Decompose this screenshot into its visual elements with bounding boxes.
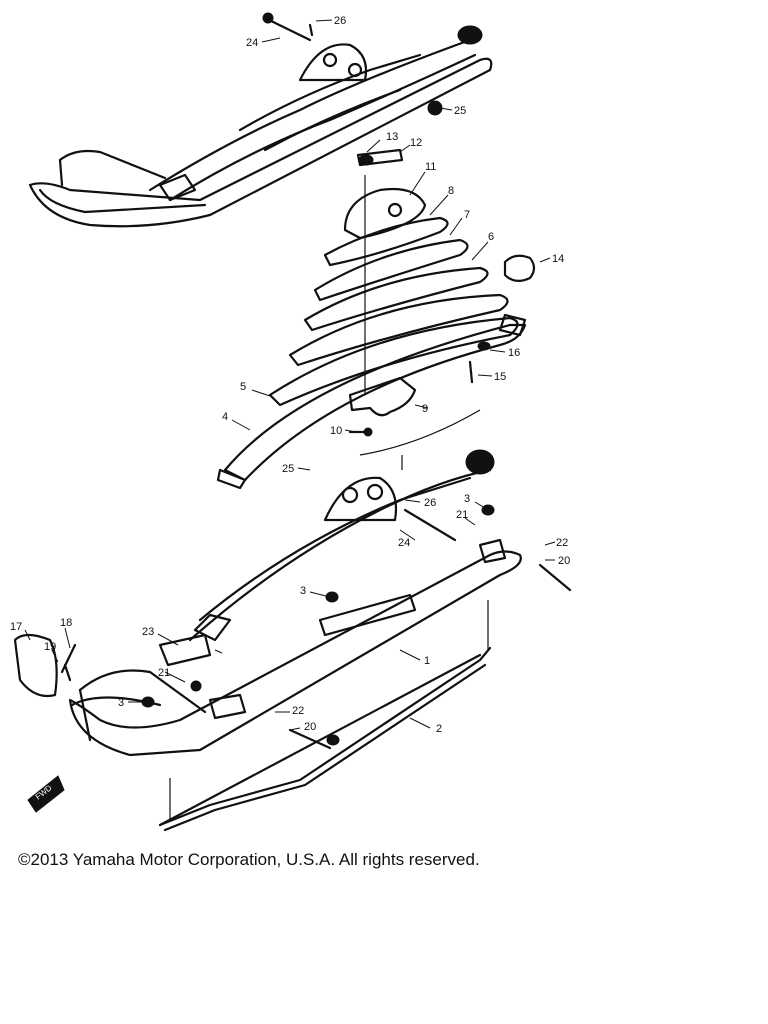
label-1: 1 (424, 655, 430, 667)
callout-labels: 26 24 25 13 12 11 8 7 6 14 16 15 9 10 5 … (10, 15, 570, 735)
label-17: 17 (10, 621, 22, 633)
label-8: 8 (448, 185, 454, 197)
label-11: 11 (425, 161, 436, 173)
label-25-lower: 25 (282, 463, 294, 475)
label-23: 23 (142, 626, 154, 638)
label-18: 18 (60, 617, 72, 629)
label-3-middle: 3 (300, 585, 306, 597)
label-20-left: 20 (304, 721, 316, 733)
label-7: 7 (464, 209, 470, 221)
callout-leaders (24, 19, 556, 731)
label-22-left: 22 (292, 705, 304, 717)
label-20-right: 20 (558, 555, 570, 567)
label-6: 6 (488, 231, 494, 243)
label-3-left: 3 (118, 697, 124, 709)
label-15: 15 (494, 371, 506, 383)
label-9: 9 (422, 403, 428, 415)
label-21-left: 21 (158, 667, 170, 679)
label-10: 10 (330, 425, 342, 437)
label-3-right: 3 (464, 493, 470, 505)
label-21-right: 21 (456, 509, 468, 521)
label-24-upper: 24 (246, 37, 258, 49)
copyright-notice: ©2013 Yamaha Motor Corporation, U.S.A. A… (18, 850, 480, 869)
label-26-upper: 26 (334, 15, 346, 27)
label-12: 12 (410, 137, 422, 149)
lower-ski-assembly (13, 409, 572, 832)
label-25-upper: 25 (454, 105, 466, 117)
label-14: 14 (552, 253, 564, 265)
ski-assembly-diagram: FWD (10, 12, 572, 832)
label-13: 13 (386, 131, 398, 143)
leaf-spring-stack (216, 148, 536, 490)
label-26-lower: 26 (424, 497, 436, 509)
upper-ski-assembly (28, 12, 493, 228)
label-16: 16 (508, 347, 520, 359)
label-4: 4 (222, 411, 228, 423)
label-2: 2 (436, 723, 442, 735)
label-19: 19 (44, 641, 56, 653)
label-5: 5 (240, 381, 246, 393)
label-22-right: 22 (556, 537, 568, 549)
front-direction-badge: FWD (27, 775, 65, 813)
label-24-lower: 24 (398, 537, 410, 549)
